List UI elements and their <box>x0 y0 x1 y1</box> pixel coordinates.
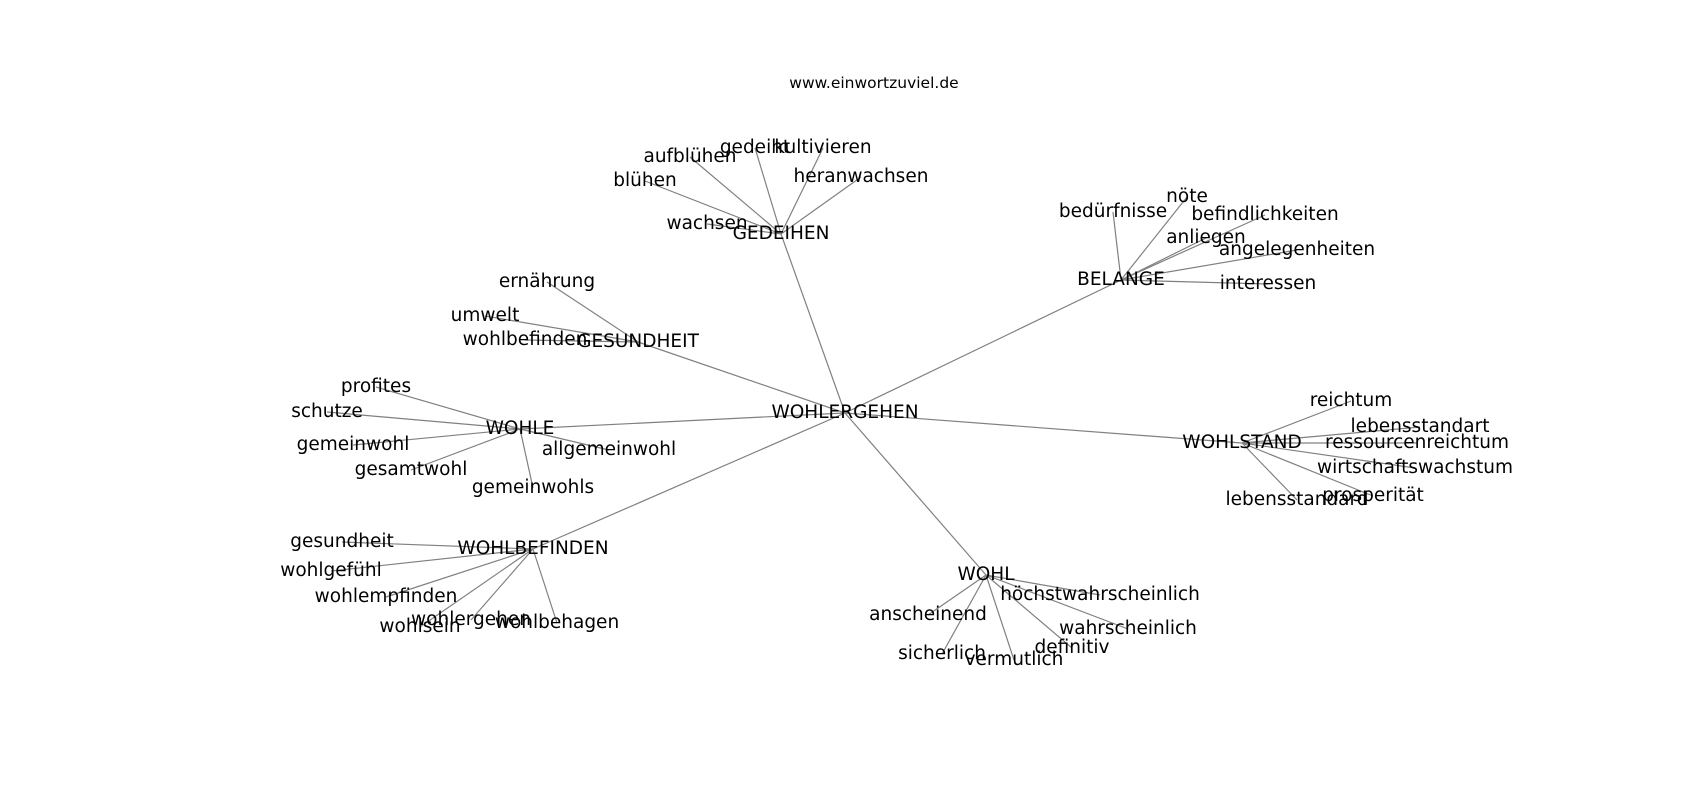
site-caption: www.einwortzuviel.de <box>789 74 958 92</box>
hub-node-label: GEDEIHEN <box>733 223 830 244</box>
hub-node-label: BELANGE <box>1077 269 1165 290</box>
leaf-node-label: ernährung <box>499 271 595 292</box>
edge-hub-to-leaf <box>941 574 987 655</box>
leaf-node-label: blühen <box>613 170 676 191</box>
leaf-node-label: interessen <box>1220 273 1316 294</box>
leaf-node-label: prosperität <box>1322 485 1424 506</box>
edge-hub-to-leaf <box>754 147 782 235</box>
edge-hub-to-leaf <box>1120 249 1298 281</box>
edge-hub-to-leaf <box>524 339 639 343</box>
edge-hub-to-leaf <box>1241 400 1352 444</box>
edge-hub-to-leaf <box>1120 237 1207 281</box>
leaf-node-label: wohlbefinden <box>463 329 588 350</box>
edge-hub-to-leaf <box>1120 214 1266 281</box>
edge-hub-to-leaf <box>410 428 521 471</box>
leaf-node-label: bedürfnisse <box>1059 201 1167 222</box>
edge-hub-to-leaf <box>1241 426 1421 444</box>
leaf-node-label: wohlsein <box>379 616 460 637</box>
edge-hub-to-leaf <box>484 315 639 343</box>
edge-root-to-hub <box>844 412 987 576</box>
leaf-node-label: allgemeinwohl <box>542 439 676 460</box>
edge-hub-to-leaf <box>470 548 534 621</box>
edge-hub-to-leaf <box>330 548 534 572</box>
leaf-node-label: angelegenheiten <box>1219 239 1375 260</box>
leaf-node-label: anliegen <box>1166 227 1246 248</box>
leaf-node-label: gedeiht <box>720 137 790 158</box>
edge-hub-to-leaf <box>985 574 1015 661</box>
leaf-node-label: wirtschaftswachstum <box>1317 457 1513 478</box>
leaf-node-label: wahrscheinlich <box>1059 618 1197 639</box>
edge-hub-to-leaf <box>985 574 1129 630</box>
edge-hub-to-leaf <box>352 428 521 446</box>
edge-hub-to-leaf <box>326 411 521 430</box>
leaf-node-label: ressourcenreichtum <box>1325 432 1509 453</box>
edge-hub-to-leaf <box>385 548 534 598</box>
root-node-label: WOHLERGEHEN <box>771 402 918 423</box>
edge-root-to-hub <box>532 412 846 550</box>
leaf-node-label: lebensstandard <box>1225 489 1368 510</box>
leaf-node-label: reichtum <box>1310 390 1393 411</box>
leaf-node-label: wohlgefühl <box>280 560 382 581</box>
edge-hub-to-leaf <box>1241 442 1298 501</box>
edge-hub-to-leaf <box>985 574 1101 596</box>
leaf-node-label: vermutlich <box>965 649 1064 670</box>
edge-hub-to-leaf <box>1112 211 1122 281</box>
leaf-node-label: wohlergehen <box>411 609 531 630</box>
leaf-node-label: gesamtwohl <box>355 459 468 480</box>
hub-node-label: GESUNDHEIT <box>577 331 699 352</box>
edge-hub-to-leaf <box>519 428 610 451</box>
edge-hub-to-leaf <box>1241 442 1374 497</box>
leaf-node-label: höchstwahrscheinlich <box>1000 584 1200 605</box>
edge-hub-to-leaf <box>1241 442 1416 469</box>
leaf-node-label: wohlbehagen <box>495 612 619 633</box>
edge-root-to-hub <box>780 233 846 414</box>
edge-hub-to-leaf <box>341 541 534 550</box>
edge-root-to-hub <box>844 412 1243 444</box>
leaf-node-label: definitiv <box>1035 637 1110 658</box>
edge-hub-to-leaf <box>532 548 558 624</box>
edge-root-to-hub <box>637 341 846 414</box>
leaf-node-label: anscheinend <box>869 604 987 625</box>
edge-hub-to-leaf <box>546 281 639 343</box>
leaf-node-label: gemeinwohl <box>297 434 410 455</box>
leaf-node-label: nöte <box>1166 186 1208 207</box>
edge-hub-to-leaf <box>985 574 1073 649</box>
leaf-node-label: sicherlich <box>898 643 986 664</box>
edge-hub-to-leaf <box>644 180 782 235</box>
edge-hub-to-leaf <box>706 223 782 235</box>
leaf-node-label: befindlichkeiten <box>1191 204 1338 225</box>
leaf-node-label: wachsen <box>666 213 747 234</box>
leaf-node-label: umwelt <box>451 305 520 326</box>
hub-node-label: WOHLBEFINDEN <box>457 538 608 559</box>
edge-hub-to-leaf <box>780 147 824 235</box>
graph-labels: WOHLERGEHEN GEDEIHEN aufblühengedeihtkulti… <box>280 137 1513 670</box>
edge-hub-to-leaf <box>419 548 534 628</box>
leaf-node-label: aufblühen <box>643 146 736 167</box>
hub-node-label: WOHLE <box>486 418 555 439</box>
edge-root-to-hub <box>844 279 1122 414</box>
leaf-node-label: wohlempfinden <box>315 586 458 607</box>
graph-edges <box>326 147 1421 661</box>
edge-hub-to-leaf <box>780 176 862 235</box>
leaf-node-label: profites <box>341 376 411 397</box>
leaf-node-label: schutze <box>291 401 363 422</box>
hub-node-label: WOHLSTAND <box>1182 432 1301 453</box>
leaf-node-label: gesundheit <box>290 531 393 552</box>
edge-hub-to-leaf <box>927 574 987 616</box>
leaf-node-label: lebensstandart <box>1351 416 1490 437</box>
edge-hub-to-leaf <box>519 428 534 489</box>
edge-hub-to-leaf <box>375 386 521 430</box>
hub-node-label: WOHL <box>957 564 1015 585</box>
leaf-node-label: kultivieren <box>774 137 871 158</box>
leaf-node-label: heranwachsen <box>794 166 929 187</box>
edge-hub-to-leaf <box>1120 196 1188 281</box>
edge-hub-to-leaf <box>689 156 782 235</box>
leaf-node-label: gemeinwohls <box>472 477 594 498</box>
edge-hub-to-leaf <box>1120 279 1269 285</box>
edge-root-to-hub <box>519 412 846 430</box>
